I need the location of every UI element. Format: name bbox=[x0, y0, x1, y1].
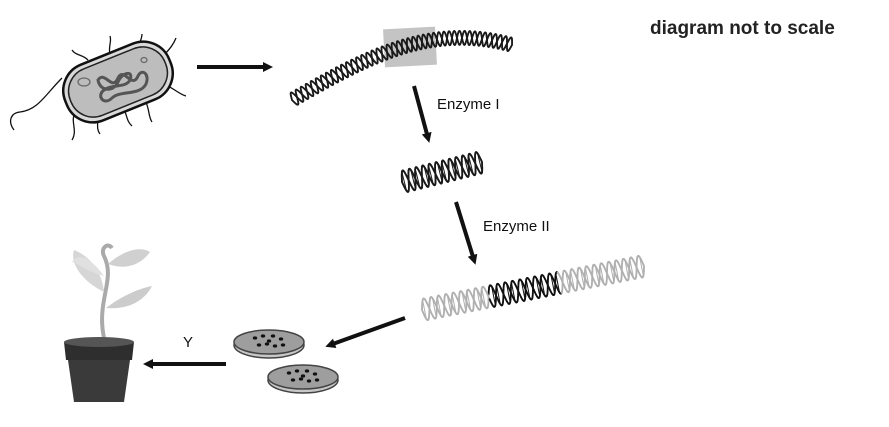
scale-note: diagram not to scale bbox=[650, 18, 835, 39]
helix-rung bbox=[540, 276, 546, 296]
label-enzyme-1: Enzyme I bbox=[437, 96, 500, 113]
colony bbox=[312, 372, 318, 376]
label-y: Y bbox=[183, 334, 194, 351]
colony bbox=[306, 379, 312, 383]
helix-rung bbox=[579, 268, 585, 288]
helix-rung bbox=[446, 295, 452, 315]
helix-rung bbox=[624, 259, 630, 279]
helix-rung bbox=[599, 264, 605, 284]
helix-rung bbox=[609, 262, 615, 282]
bacterium bbox=[9, 33, 187, 141]
leaf bbox=[108, 249, 150, 267]
colony bbox=[266, 339, 272, 343]
helix-rung bbox=[505, 283, 511, 303]
colony bbox=[314, 378, 320, 382]
colony bbox=[256, 343, 262, 347]
colony bbox=[270, 334, 276, 338]
helix-rung bbox=[565, 271, 570, 291]
colony bbox=[298, 377, 304, 381]
colony bbox=[272, 344, 278, 348]
helix-rung bbox=[466, 291, 472, 311]
helix-rung bbox=[450, 159, 456, 179]
label-enzyme-2: Enzyme II bbox=[483, 218, 550, 235]
helix-rung bbox=[584, 267, 590, 287]
colony bbox=[278, 337, 284, 341]
helix-rung bbox=[570, 270, 575, 290]
helix-rung bbox=[496, 285, 501, 305]
helix-rung bbox=[555, 273, 561, 293]
arrow-transfer bbox=[325, 316, 406, 349]
leaf bbox=[72, 257, 104, 276]
plasmid bbox=[140, 56, 148, 64]
potted-plant bbox=[64, 243, 152, 402]
chromosome bbox=[96, 70, 149, 103]
helix-rung bbox=[422, 300, 427, 319]
helix-rung bbox=[454, 158, 461, 178]
colony bbox=[252, 336, 258, 340]
petri-dish bbox=[267, 364, 339, 394]
helix-rung bbox=[510, 282, 516, 302]
recombinant-dna bbox=[421, 255, 645, 321]
colony bbox=[300, 374, 306, 378]
leaf bbox=[106, 286, 152, 309]
helix-rung bbox=[614, 261, 620, 281]
helix-rung bbox=[451, 294, 457, 314]
helix-rung bbox=[410, 169, 416, 189]
helix-rung bbox=[476, 289, 482, 309]
helix-rung bbox=[535, 277, 541, 297]
helix-rung bbox=[639, 257, 644, 276]
arrow-enzyme-1 bbox=[412, 85, 432, 143]
colony bbox=[260, 334, 266, 338]
colony bbox=[280, 343, 286, 347]
pot-body bbox=[68, 360, 130, 402]
helix-rung bbox=[423, 166, 430, 186]
helix-rung bbox=[525, 279, 531, 299]
helix-rung bbox=[436, 297, 442, 317]
helix-rung bbox=[629, 259, 635, 278]
helix-rung bbox=[550, 274, 556, 294]
colony bbox=[304, 369, 310, 373]
helix-rung bbox=[481, 288, 487, 308]
pot-rim bbox=[64, 342, 134, 360]
gene-fragment bbox=[400, 151, 484, 193]
stem bbox=[100, 243, 114, 339]
petri-dish bbox=[233, 329, 305, 359]
helix-rung bbox=[520, 280, 526, 300]
helix-rung bbox=[431, 298, 437, 317]
helix-rung bbox=[441, 162, 448, 181]
helix-rung bbox=[463, 156, 470, 176]
colony bbox=[294, 369, 300, 373]
helix-rung bbox=[594, 265, 600, 285]
colony bbox=[286, 371, 292, 375]
helix-rung bbox=[428, 165, 434, 185]
helix-rung bbox=[414, 168, 421, 188]
helix-rung bbox=[468, 155, 474, 175]
colony bbox=[264, 342, 270, 346]
arrow-enzyme-2 bbox=[454, 201, 478, 265]
helix-rung bbox=[491, 286, 496, 306]
dna-strand bbox=[289, 30, 513, 106]
gene-highlight bbox=[383, 26, 437, 68]
helix-rung bbox=[476, 153, 483, 172]
colony bbox=[290, 378, 296, 382]
helix-rung bbox=[461, 292, 467, 312]
plasmid bbox=[77, 77, 91, 87]
helix-rung bbox=[436, 163, 443, 182]
helix-backbone bbox=[509, 44, 513, 48]
helix-rung bbox=[401, 172, 408, 191]
